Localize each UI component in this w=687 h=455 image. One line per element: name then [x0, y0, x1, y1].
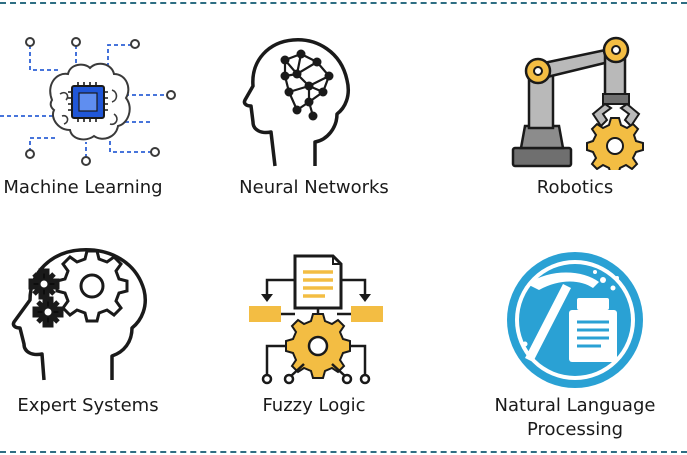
tile-label: Natural Language Processing [494, 395, 656, 440]
ai-chip-brain-icon [0, 37, 176, 166]
tile-neural-networks: Neural Networks [205, 30, 425, 210]
tile-label: Machine Learning [3, 177, 163, 198]
neural-head-icon [242, 38, 350, 167]
tile-label: Expert Systems [17, 395, 159, 416]
gear-head-icon [11, 248, 147, 381]
bottom-dashed-divider [0, 451, 687, 453]
tile-expert-systems: Expert Systems [0, 240, 220, 420]
robotic-arm-icon [511, 36, 644, 170]
tile-label: Neural Networks [239, 177, 389, 198]
tile-label: Robotics [536, 177, 614, 198]
top-dashed-divider [0, 2, 687, 4]
tile-label: Fuzzy Logic [262, 395, 366, 416]
tile-machine-learning: Machine Learning [0, 30, 220, 210]
tile-fuzzy-logic: Fuzzy Logic [205, 240, 425, 420]
tile-robotics: Robotics [465, 30, 685, 210]
tile-natural-language-processing: Natural Language Processing [465, 240, 685, 440]
nlp-pickaxe-document-icon [507, 252, 643, 388]
logic-flowchart-icon [249, 254, 383, 385]
